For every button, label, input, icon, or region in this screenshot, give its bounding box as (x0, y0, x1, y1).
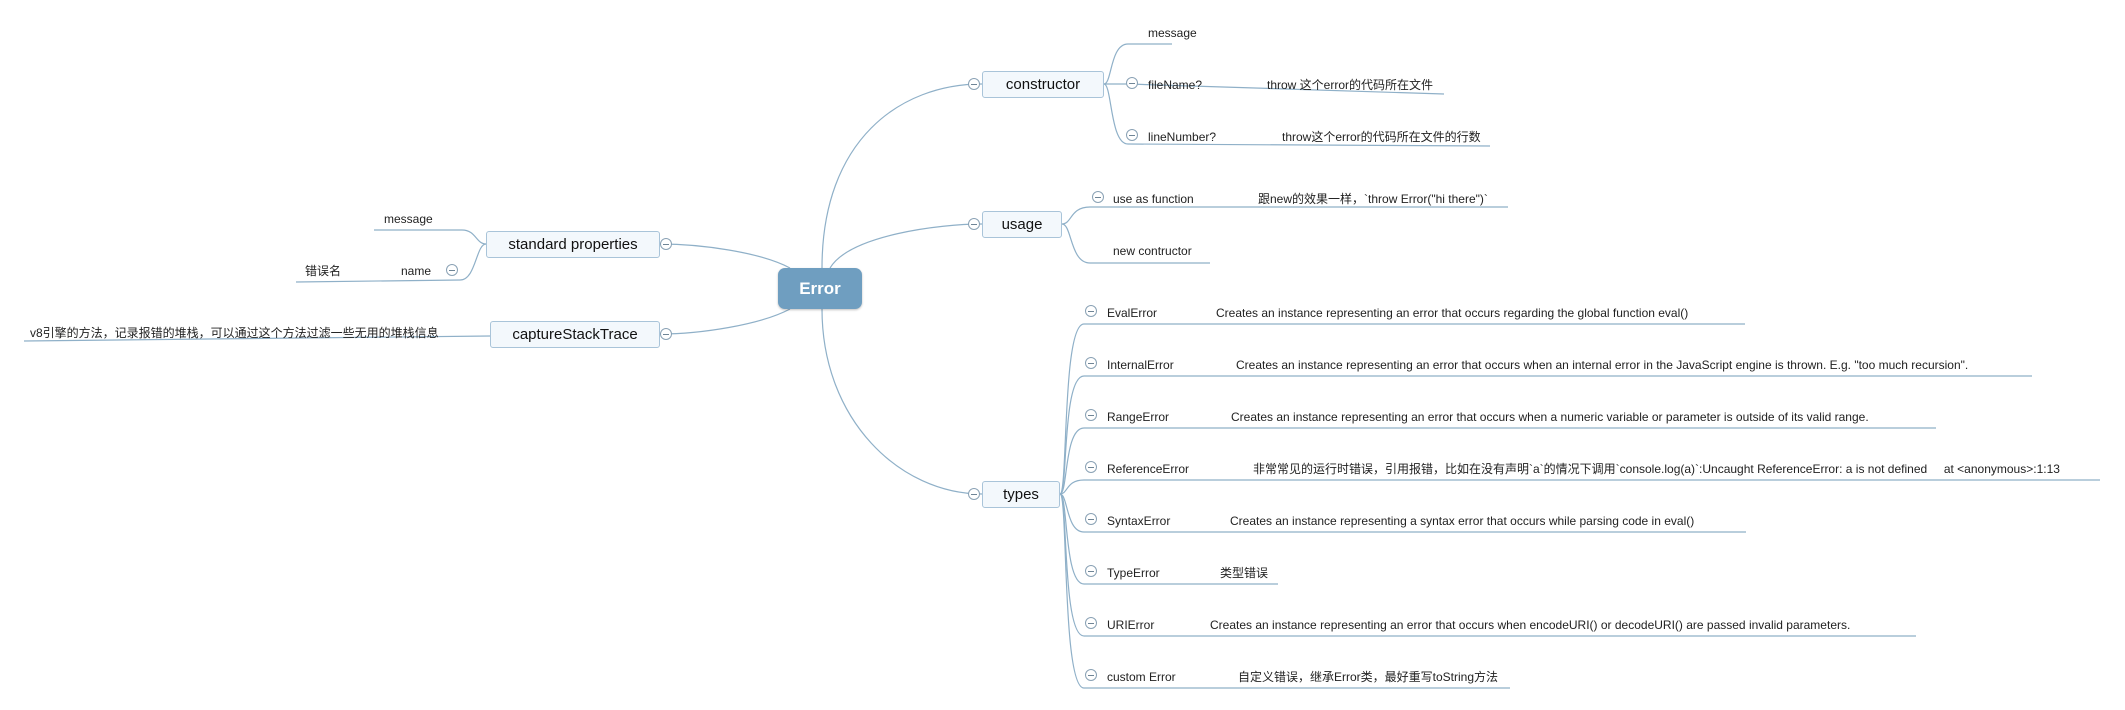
types-child-urierror[interactable]: URIError (1107, 618, 1155, 632)
usage-child-use-as-function[interactable]: use as function (1113, 192, 1194, 206)
usage-child-new-contructor[interactable]: new contructor (1113, 244, 1192, 258)
link-capture-desc (23, 335, 491, 342)
types-referenceerror-desc: 非常常见的运行时错误，引用报错，比如在没有声明`a`的情况下调用`console… (1253, 462, 2060, 476)
collapse-icon-typeerror[interactable] (1085, 565, 1097, 577)
collapse-icon-capture-stack-trace[interactable] (660, 328, 672, 340)
branch-constructor[interactable]: constructor (982, 71, 1104, 98)
link-types-internal (1059, 375, 2032, 495)
link-usage-newcontructor (1061, 223, 1210, 264)
collapse-icon-referenceerror[interactable] (1085, 461, 1097, 473)
link-types-syntax (1059, 493, 1746, 533)
link-root-capture (659, 308, 791, 335)
collapse-icon-filename[interactable] (1126, 77, 1138, 89)
link-standard-name (295, 243, 487, 283)
branch-standard-properties[interactable]: standard properties (486, 231, 660, 258)
standard-name-desc: 错误名 (305, 264, 342, 278)
link-root-usage (829, 223, 983, 269)
collapse-icon-rangeerror[interactable] (1085, 409, 1097, 421)
collapse-icon-syntaxerror[interactable] (1085, 513, 1097, 525)
capture-stack-trace-desc: v8引擎的方法，记录报错的堆栈，可以通过这个方法过滤一些无用的堆栈信息 (30, 326, 439, 340)
link-root-types (821, 308, 983, 495)
branch-usage[interactable]: usage (982, 211, 1062, 238)
constructor-child-message[interactable]: message (1148, 26, 1197, 40)
constructor-filename-desc: throw 这个error的代码所在文件 (1267, 78, 1434, 92)
collapse-icon-urierror[interactable] (1085, 617, 1097, 629)
standard-child-message[interactable]: message (384, 212, 433, 226)
link-types-range (1059, 427, 1936, 495)
types-internalerror-desc: Creates an instance representing an erro… (1236, 358, 1969, 372)
types-child-internalerror[interactable]: InternalError (1107, 358, 1174, 372)
types-child-referenceerror[interactable]: ReferenceError (1107, 462, 1190, 476)
root-node-error[interactable]: Error (778, 268, 862, 309)
collapse-icon-types[interactable] (968, 488, 980, 500)
collapse-icon-evalerror[interactable] (1085, 305, 1097, 317)
collapse-icon-linenumber[interactable] (1126, 129, 1138, 141)
collapse-icon-usage[interactable] (968, 218, 980, 230)
link-constructor-message (1103, 43, 1172, 85)
types-child-typeerror[interactable]: TypeError (1107, 566, 1160, 580)
constructor-child-linenumber[interactable]: lineNumber? (1148, 130, 1217, 144)
link-standard-message (374, 229, 487, 245)
collapse-icon-standard-properties[interactable] (660, 238, 672, 250)
collapse-icon-internalerror[interactable] (1085, 357, 1097, 369)
branch-capture-stack-trace[interactable]: captureStackTrace (490, 321, 660, 348)
link-root-standard (659, 243, 791, 269)
types-child-evalerror[interactable]: EvalError (1107, 306, 1158, 320)
types-child-custom-error[interactable]: custom Error (1107, 670, 1176, 684)
types-child-rangeerror[interactable]: RangeError (1107, 410, 1170, 424)
types-child-syntaxerror[interactable]: SyntaxError (1107, 514, 1171, 528)
types-rangeerror-desc: Creates an instance representing an erro… (1231, 410, 1869, 424)
link-types-reference (1059, 479, 2100, 495)
usage-use-as-function-desc: 跟new的效果一样，`throw Error("hi there")` (1258, 192, 1488, 206)
types-custom-error-desc: 自定义错误，继承Error类，最好重写toString方法 (1238, 670, 1499, 684)
types-urierror-desc: Creates an instance representing an erro… (1210, 618, 1851, 632)
types-evalerror-desc: Creates an instance representing an erro… (1216, 306, 1689, 320)
link-types-custom (1059, 493, 1510, 689)
constructor-child-filename[interactable]: fileName? (1148, 78, 1203, 92)
types-typeerror-desc: 类型错误 (1220, 566, 1269, 580)
link-root-constructor (821, 83, 983, 269)
types-syntaxerror-desc: Creates an instance representing a synta… (1230, 514, 1695, 528)
collapse-icon-use-as-function[interactable] (1092, 191, 1104, 203)
link-usage-usefunction (1061, 206, 1508, 225)
standard-child-name[interactable]: name (401, 264, 432, 278)
collapse-icon-constructor[interactable] (968, 78, 980, 90)
constructor-linenumber-desc: throw这个error的代码所在文件的行数 (1282, 130, 1481, 144)
branch-types[interactable]: types (982, 481, 1060, 508)
collapse-icon-custom-error[interactable] (1085, 669, 1097, 681)
link-constructor-linenumber (1103, 83, 1491, 147)
collapse-icon-name[interactable] (446, 264, 458, 276)
